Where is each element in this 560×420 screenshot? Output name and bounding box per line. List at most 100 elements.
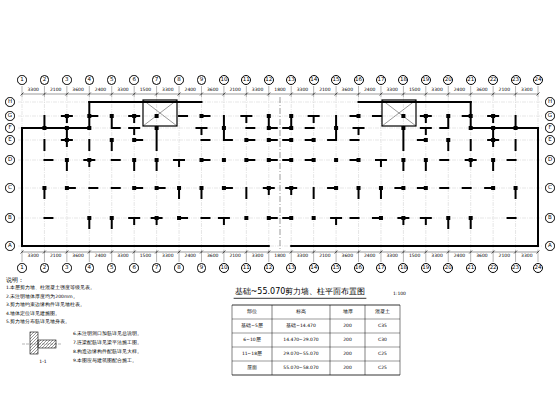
axis-bubble: H [545, 97, 555, 107]
dimension: 3600 [341, 88, 354, 93]
axis-bubble: C [545, 183, 555, 193]
table-cell: 14.470~29.070 [282, 338, 319, 343]
dimension: 1500 [139, 254, 152, 259]
axis-bubble: 16 [354, 263, 364, 273]
table-cell: 墙厚 [342, 310, 354, 315]
drawing-title: 基础~55.070剪力墙、柱平面布置图 [234, 288, 367, 297]
axis-bubble: 13 [286, 75, 296, 85]
axis-number: 6 [132, 265, 136, 271]
axis-bubble: 5 [107, 75, 117, 85]
axis-bubble: 8 [174, 75, 184, 85]
axis-number: 23 [512, 77, 519, 83]
axis-bubble: 6 [129, 75, 139, 85]
note-line: 9.本图应与建筑图配合施工。 [72, 359, 138, 364]
axis-number: B [548, 215, 552, 221]
axis-number: 3 [65, 265, 69, 271]
dimension: 3600 [475, 254, 488, 259]
dimension: 2400 [453, 88, 466, 93]
axis-number: 18 [400, 265, 407, 271]
axis-bubble: G [545, 111, 555, 121]
axis-bubble: 21 [466, 75, 476, 85]
axis-bubble: 7 [152, 263, 162, 273]
axis-number: 16 [355, 77, 362, 83]
axis-bubble: 1 [17, 263, 27, 273]
dimension: 2100 [498, 254, 511, 259]
table-cell: 6~10层 [242, 338, 261, 343]
axis-bubble: 14 [309, 75, 319, 85]
table-cell: 200 [342, 338, 353, 343]
axis-number: 12 [265, 265, 272, 271]
axis-bubble: E [5, 135, 15, 145]
dimension: 3600 [341, 254, 354, 259]
axis-bubble: 20 [443, 75, 453, 85]
axis-bubble: 19 [421, 263, 431, 273]
dimension: 3600 [71, 88, 84, 93]
axis-bubble: 14 [309, 263, 319, 273]
axis-bubble: 9 [197, 75, 207, 85]
dimension: 3300 [430, 88, 443, 93]
axis-number: 17 [377, 77, 384, 83]
dimension: 2400 [184, 88, 197, 93]
axis-number: 9 [200, 77, 204, 83]
axis-bubble: 11 [241, 263, 251, 273]
dimension: 2100 [318, 254, 331, 259]
table-cell: 200 [342, 352, 353, 357]
dimension: 3300 [296, 88, 309, 93]
axis-number: A [548, 243, 552, 249]
axis-bubble: D [545, 155, 555, 165]
dimension: 2100 [498, 88, 511, 93]
dimension: 2100 [49, 88, 62, 93]
axis-number: F [548, 125, 551, 131]
dimension: 3300 [161, 88, 174, 93]
axis-bubble: 9 [197, 263, 207, 273]
axis-bubble: A [545, 241, 555, 251]
axis-number: G [8, 113, 12, 119]
axis-number: 10 [220, 77, 227, 83]
axis-bubble: 4 [85, 263, 95, 273]
axis-bubble: D [5, 155, 15, 165]
table-cell: 200 [342, 366, 353, 371]
axis-bubble: 12 [264, 75, 274, 85]
axis-bubble: 23 [511, 75, 521, 85]
axis-number: H [8, 99, 12, 105]
axis-bubble: 18 [398, 75, 408, 85]
note-line: 4.墙体定位详见建施图。 [5, 312, 61, 317]
axis-bubble: F [5, 123, 15, 133]
axis-number: 20 [445, 265, 452, 271]
axis-bubble: 17 [376, 75, 386, 85]
dimension: 1500 [139, 88, 152, 93]
scale: 1:100 [392, 292, 407, 297]
note-line: 8.构造边缘构件配筋详见大样。 [72, 350, 143, 355]
axis-bubble: 22 [488, 75, 498, 85]
axis-number: 15 [333, 265, 340, 271]
axis-number: 14 [310, 265, 317, 271]
table-cell: 200 [342, 324, 353, 329]
dimension: 1500 [408, 88, 421, 93]
axis-number: 24 [535, 265, 542, 271]
axis-bubble: F [545, 123, 555, 133]
dimension: 3300 [116, 254, 129, 259]
dimension: 3600 [475, 88, 488, 93]
axis-bubble: 4 [85, 75, 95, 85]
axis-number: H [548, 99, 552, 105]
table-cell: 屋面 [246, 366, 258, 371]
axis-number: 8 [177, 265, 181, 271]
dimension: 2100 [49, 254, 62, 259]
axis-bubble: 12 [264, 263, 274, 273]
note-line: 2.未注明墙体厚度均为200mm。 [5, 295, 79, 300]
note-line: 说明： [5, 277, 25, 283]
table-cell: C35 [377, 324, 388, 329]
axis-number: 10 [220, 265, 227, 271]
axis-bubble: H [5, 97, 15, 107]
dimension: 1500 [408, 254, 421, 259]
axis-number: D [8, 157, 12, 163]
axis-bubble: 15 [331, 75, 341, 85]
axis-number: 7 [155, 265, 159, 271]
dimension: 3300 [520, 88, 533, 93]
axis-number: D [548, 157, 552, 163]
dimension: 2100 [228, 254, 241, 259]
axis-bubble: 2 [40, 263, 50, 273]
table-cell: 部位 [246, 310, 258, 315]
axis-bubble: 19 [421, 75, 431, 85]
